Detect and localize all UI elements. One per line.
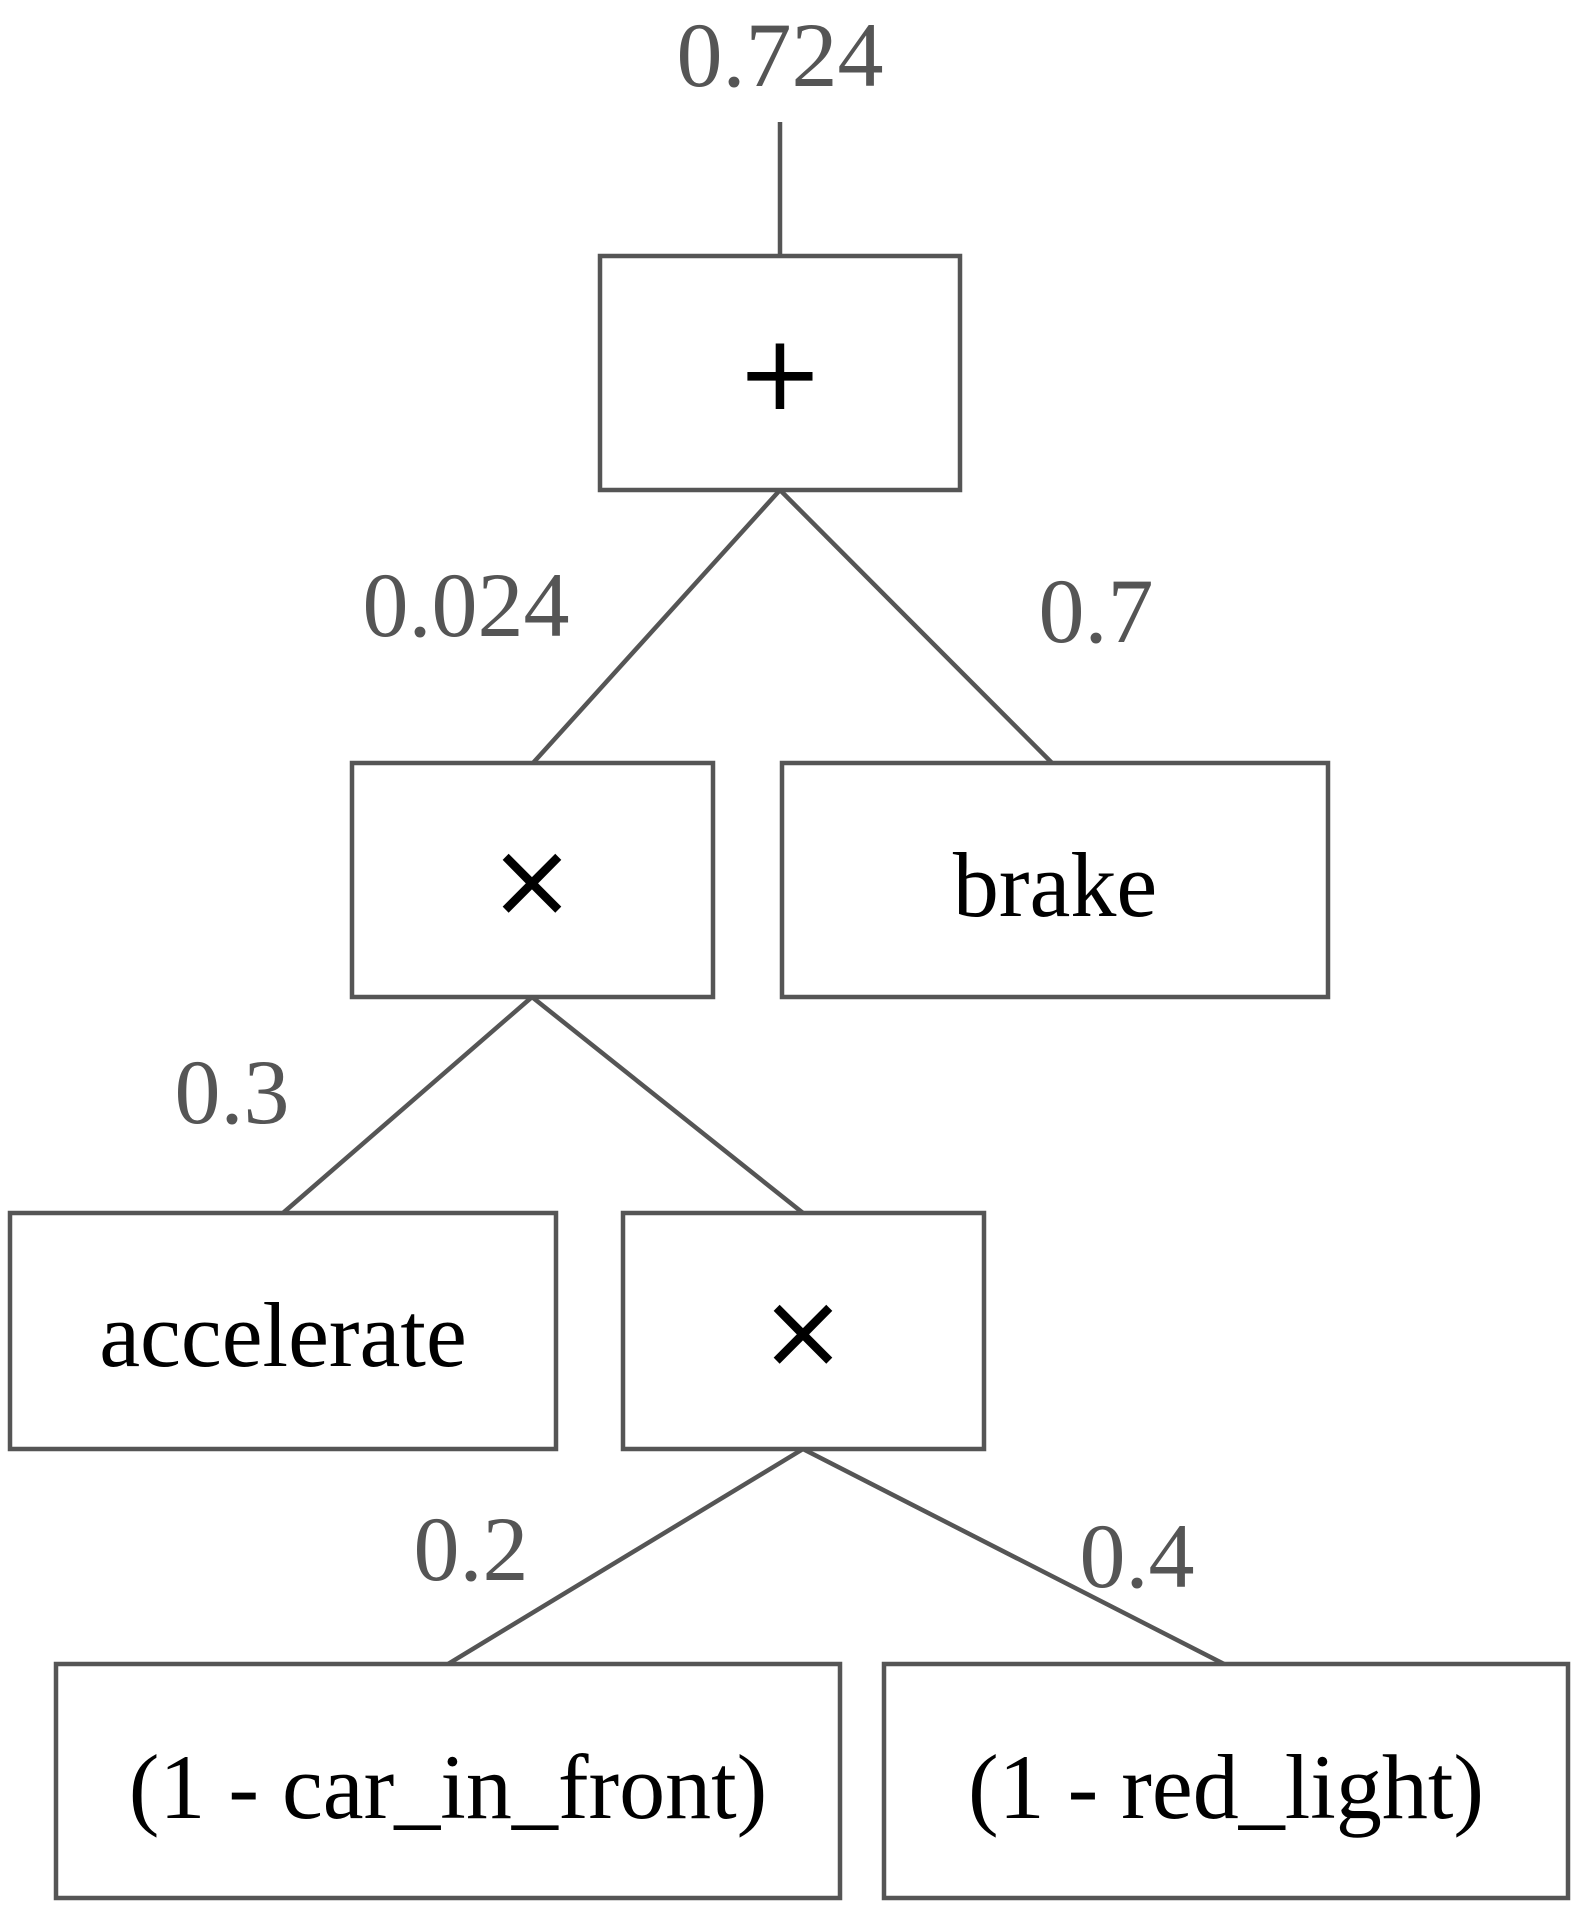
red-light-value: 0.4 <box>1080 1505 1195 1607</box>
times-top-value: 0.024 <box>363 554 570 656</box>
edge-times-bottom-red-light <box>801 1446 1226 1667</box>
times-operator-label: × <box>759 1270 846 1392</box>
node-times-bottom: × <box>620 1210 987 1452</box>
node-not-car-in-front: (1 - car_in_front) <box>53 1661 843 1901</box>
root-output-value: 0.724 <box>677 4 884 106</box>
brake-value: 0.7 <box>1039 560 1154 662</box>
times-operator-label: × <box>488 819 575 941</box>
node-plus: + <box>597 253 963 493</box>
not-red-light-label: (1 - red_light) <box>968 1736 1484 1838</box>
edge-plus-brake <box>778 488 1054 765</box>
edge-plus-times-top <box>531 488 782 765</box>
edge-times-top-accelerate <box>281 995 534 1215</box>
node-brake: brake <box>779 760 1331 1000</box>
accelerate-value: 0.3 <box>175 1041 290 1143</box>
car-in-front-value: 0.2 <box>414 1498 529 1600</box>
edge-times-top-times-bottom <box>530 995 805 1215</box>
node-times-top: × <box>349 760 716 1000</box>
accelerate-label: accelerate <box>99 1284 467 1386</box>
node-not-red-light: (1 - red_light) <box>881 1661 1571 1901</box>
brake-label: brake <box>953 834 1157 936</box>
not-car-in-front-label: (1 - car_in_front) <box>129 1736 768 1838</box>
plus-operator-label: + <box>736 312 823 434</box>
edge-times-bottom-car-in-front <box>446 1447 805 1666</box>
node-accelerate: accelerate <box>7 1210 559 1452</box>
